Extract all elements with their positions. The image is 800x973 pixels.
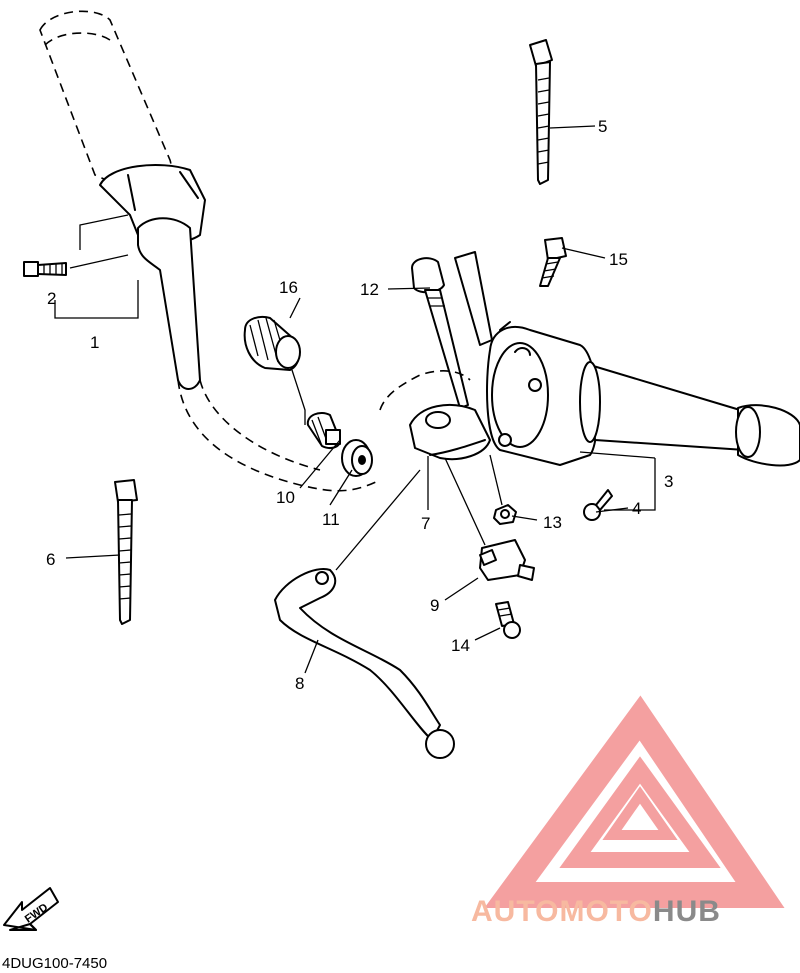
part-1-lever-holder: [99, 164, 381, 492]
callout-13: 13: [543, 513, 562, 532]
part-7-bracket: [409, 404, 491, 460]
callout-6: 6: [46, 550, 55, 569]
callout-9: 9: [430, 596, 439, 615]
callout-11: 11: [322, 510, 340, 529]
part-10-adjuster: [306, 412, 341, 449]
part-6-cable-tie: [114, 479, 138, 625]
callout-15: 15: [609, 250, 628, 269]
part-12-pin: [411, 257, 469, 409]
watermark-logo: [484, 695, 785, 908]
callout-5: 5: [598, 117, 607, 136]
callout-10: 10: [276, 488, 295, 507]
callout-8: 8: [295, 674, 304, 693]
part-13-nut: [493, 504, 517, 525]
part-4-screw: [583, 489, 613, 521]
part-14-screw: [495, 601, 521, 639]
diagram-code: 4DUG100-7450: [2, 955, 107, 972]
watermark-text: AUTOMOTOHUB: [471, 895, 721, 928]
callout-16: 16: [279, 278, 298, 297]
part-5-cable-tie: [529, 39, 553, 185]
part-11-locknut: [341, 439, 373, 477]
part-9-switch: [479, 539, 535, 581]
callout-7: 7: [421, 514, 430, 533]
callout-14: 14: [451, 636, 470, 655]
callout-12: 12: [360, 280, 379, 299]
callout-3: 3: [664, 472, 673, 491]
fwd-arrow-icon: FWD: [3, 887, 59, 931]
part-2-bolt: [23, 261, 67, 277]
callout-4: 4: [632, 499, 641, 518]
callout-1: 1: [90, 333, 99, 352]
part-8-lever: [274, 568, 455, 759]
part-15-screw: [539, 237, 567, 287]
right-switch-housing: [454, 251, 800, 467]
callout-2: 2: [47, 289, 56, 308]
part-16-boot: [243, 315, 301, 371]
